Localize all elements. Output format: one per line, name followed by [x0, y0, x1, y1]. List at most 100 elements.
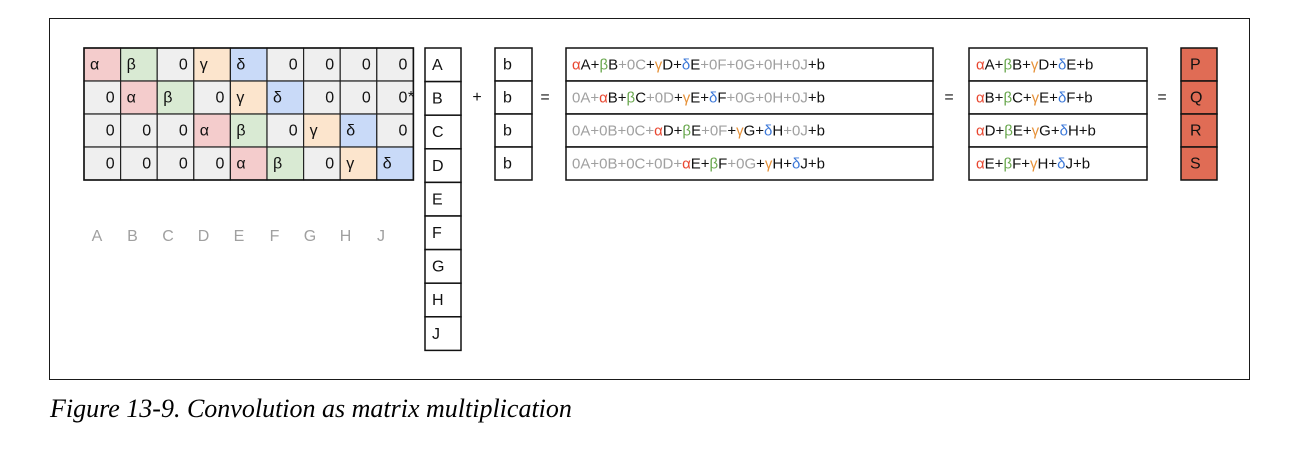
kernel-cell [376, 113, 414, 148]
kernel-cell-weight: β [127, 57, 136, 74]
bias-vector-cell [494, 47, 533, 82]
kernel-column-label: G [304, 228, 316, 245]
kernel-cell-weight: β [273, 156, 282, 173]
expanded-product-expression-part: F [717, 89, 726, 106]
simplified-product-expression-part: E+ [985, 155, 1004, 172]
kernel-cell-weight: γ [236, 90, 244, 107]
kernel-column-label: D [198, 228, 210, 245]
kernel-cell [266, 47, 305, 82]
kernel-cell [303, 146, 341, 181]
expanded-product-expression-part: 0A+0B+0C+0D+ [572, 155, 682, 172]
expanded-product-expression-part: +0D [646, 89, 674, 106]
simplified-product-expression-part: G+ [1039, 122, 1060, 139]
kernel-cell-weight: β [163, 90, 172, 107]
expanded-product-expression-part: γ [683, 89, 691, 106]
kernel-cell-value: 0 [325, 57, 334, 74]
kernel-cell-weight: β [236, 123, 245, 140]
expanded-product-expression-part: 0A+ [572, 89, 599, 106]
input-vector-value: J [432, 326, 440, 343]
kernel-cell-value: 0 [325, 90, 334, 107]
input-vector-cell [424, 181, 462, 217]
expanded-product-expression-part: +0C [618, 56, 646, 73]
kernel-cell-weight: α [127, 90, 136, 107]
kernel-cell [303, 80, 341, 115]
expanded-product-expression-part: E [690, 56, 700, 73]
kernel-cell-value: 0 [179, 156, 188, 173]
kernel-cell-weight: δ [346, 123, 355, 140]
kernel-cell-value: 0 [289, 123, 298, 140]
kernel-matrix-border [83, 47, 415, 181]
expanded-product-expression-part: F [718, 155, 727, 172]
bias-vector-value: b [503, 156, 512, 173]
input-vector-cell [424, 215, 462, 251]
kernel-cell [119, 80, 158, 115]
kernel-cell [266, 113, 305, 148]
simplified-product-expression-part: D+ [1038, 56, 1058, 73]
simplified-product-expression: αB+βC+γE+δF+b [976, 89, 1093, 106]
simplified-product-expression-part: H+ [1038, 155, 1058, 172]
kernel-cell [266, 146, 305, 181]
expanded-product-expression-part: α [682, 155, 691, 172]
expanded-product-expression-part: β [682, 122, 691, 139]
simplified-product-expression-part: E+ [1039, 89, 1058, 106]
expanded-product-expression-part: +0G [727, 155, 756, 172]
kernel-cell-value: 0 [398, 90, 407, 107]
expanded-product-expression-part: E [691, 122, 701, 139]
input-vector-cell [424, 316, 462, 352]
expanded-product-expression-part: β [599, 56, 608, 73]
output-vector-cell [1180, 113, 1218, 148]
expanded-product-cell [565, 113, 934, 148]
kernel-cell [229, 80, 268, 115]
kernel-cell-value: 0 [215, 90, 224, 107]
bias-vector-cell [494, 80, 533, 115]
equals-sign: = [1157, 89, 1166, 106]
expanded-product-expression-part: β [627, 89, 636, 106]
expanded-product-expression: αA+βB+0C+γD+δE+0F+0G+0H+0J+b [572, 56, 825, 73]
kernel-cell [83, 80, 122, 115]
simplified-product-cell [968, 146, 1148, 181]
simplified-product-expression-part: A+ [985, 56, 1004, 73]
kernel-cell [156, 146, 195, 181]
kernel-cell-value: 0 [362, 90, 371, 107]
kernel-column-label: A [92, 228, 103, 245]
expanded-product-expression-part: α [572, 56, 581, 73]
expanded-product-expression-part: +b [808, 56, 825, 73]
simplified-product-expression-part: β [1004, 122, 1013, 139]
simplified-product-expression-part: γ [1030, 155, 1038, 172]
kernel-cell-value: 0 [398, 123, 407, 140]
kernel-cell-weight: γ [310, 123, 318, 140]
simplified-product-cell [968, 113, 1148, 148]
kernel-column-label: E [234, 228, 245, 245]
kernel-cell-value: 0 [289, 57, 298, 74]
input-vector-value: E [432, 191, 443, 208]
kernel-cell-weight: α [90, 57, 99, 74]
kernel-cell [339, 113, 378, 148]
simplified-product-expression: αA+βB+γD+δE+b [976, 56, 1093, 73]
simplified-product-expression-part: α [976, 89, 985, 106]
kernel-cell-value: 0 [142, 123, 151, 140]
output-vector-value: S [1190, 156, 1201, 173]
expanded-product-expression-part: H+ [772, 155, 792, 172]
plus-sign: + [472, 89, 481, 106]
output-vector-value: P [1190, 57, 1201, 74]
kernel-cell-value: 0 [215, 156, 224, 173]
bias-vector-cell [494, 146, 533, 181]
expanded-product-expression-part: A+ [581, 56, 600, 73]
expanded-product-expression-part: +0G+0H+0J [727, 89, 808, 106]
input-vector-value: B [432, 91, 443, 108]
kernel-cell-weight: δ [273, 90, 282, 107]
expanded-product-expression-part: + [727, 122, 736, 139]
expanded-product-expression-part: + [674, 89, 683, 106]
expanded-product-expression-part: E+ [691, 155, 710, 172]
expanded-product-expression-part: α [599, 89, 608, 106]
simplified-product-cell [968, 80, 1148, 115]
simplified-product-expression-part: α [976, 56, 985, 73]
expanded-product-expression-part: δ [792, 155, 800, 172]
kernel-column-label: J [377, 228, 385, 245]
simplified-product-expression-part: E+ [1013, 122, 1032, 139]
input-vector-value: C [432, 124, 444, 141]
kernel-cell-value: 0 [106, 123, 115, 140]
input-vector-cell [424, 148, 462, 184]
